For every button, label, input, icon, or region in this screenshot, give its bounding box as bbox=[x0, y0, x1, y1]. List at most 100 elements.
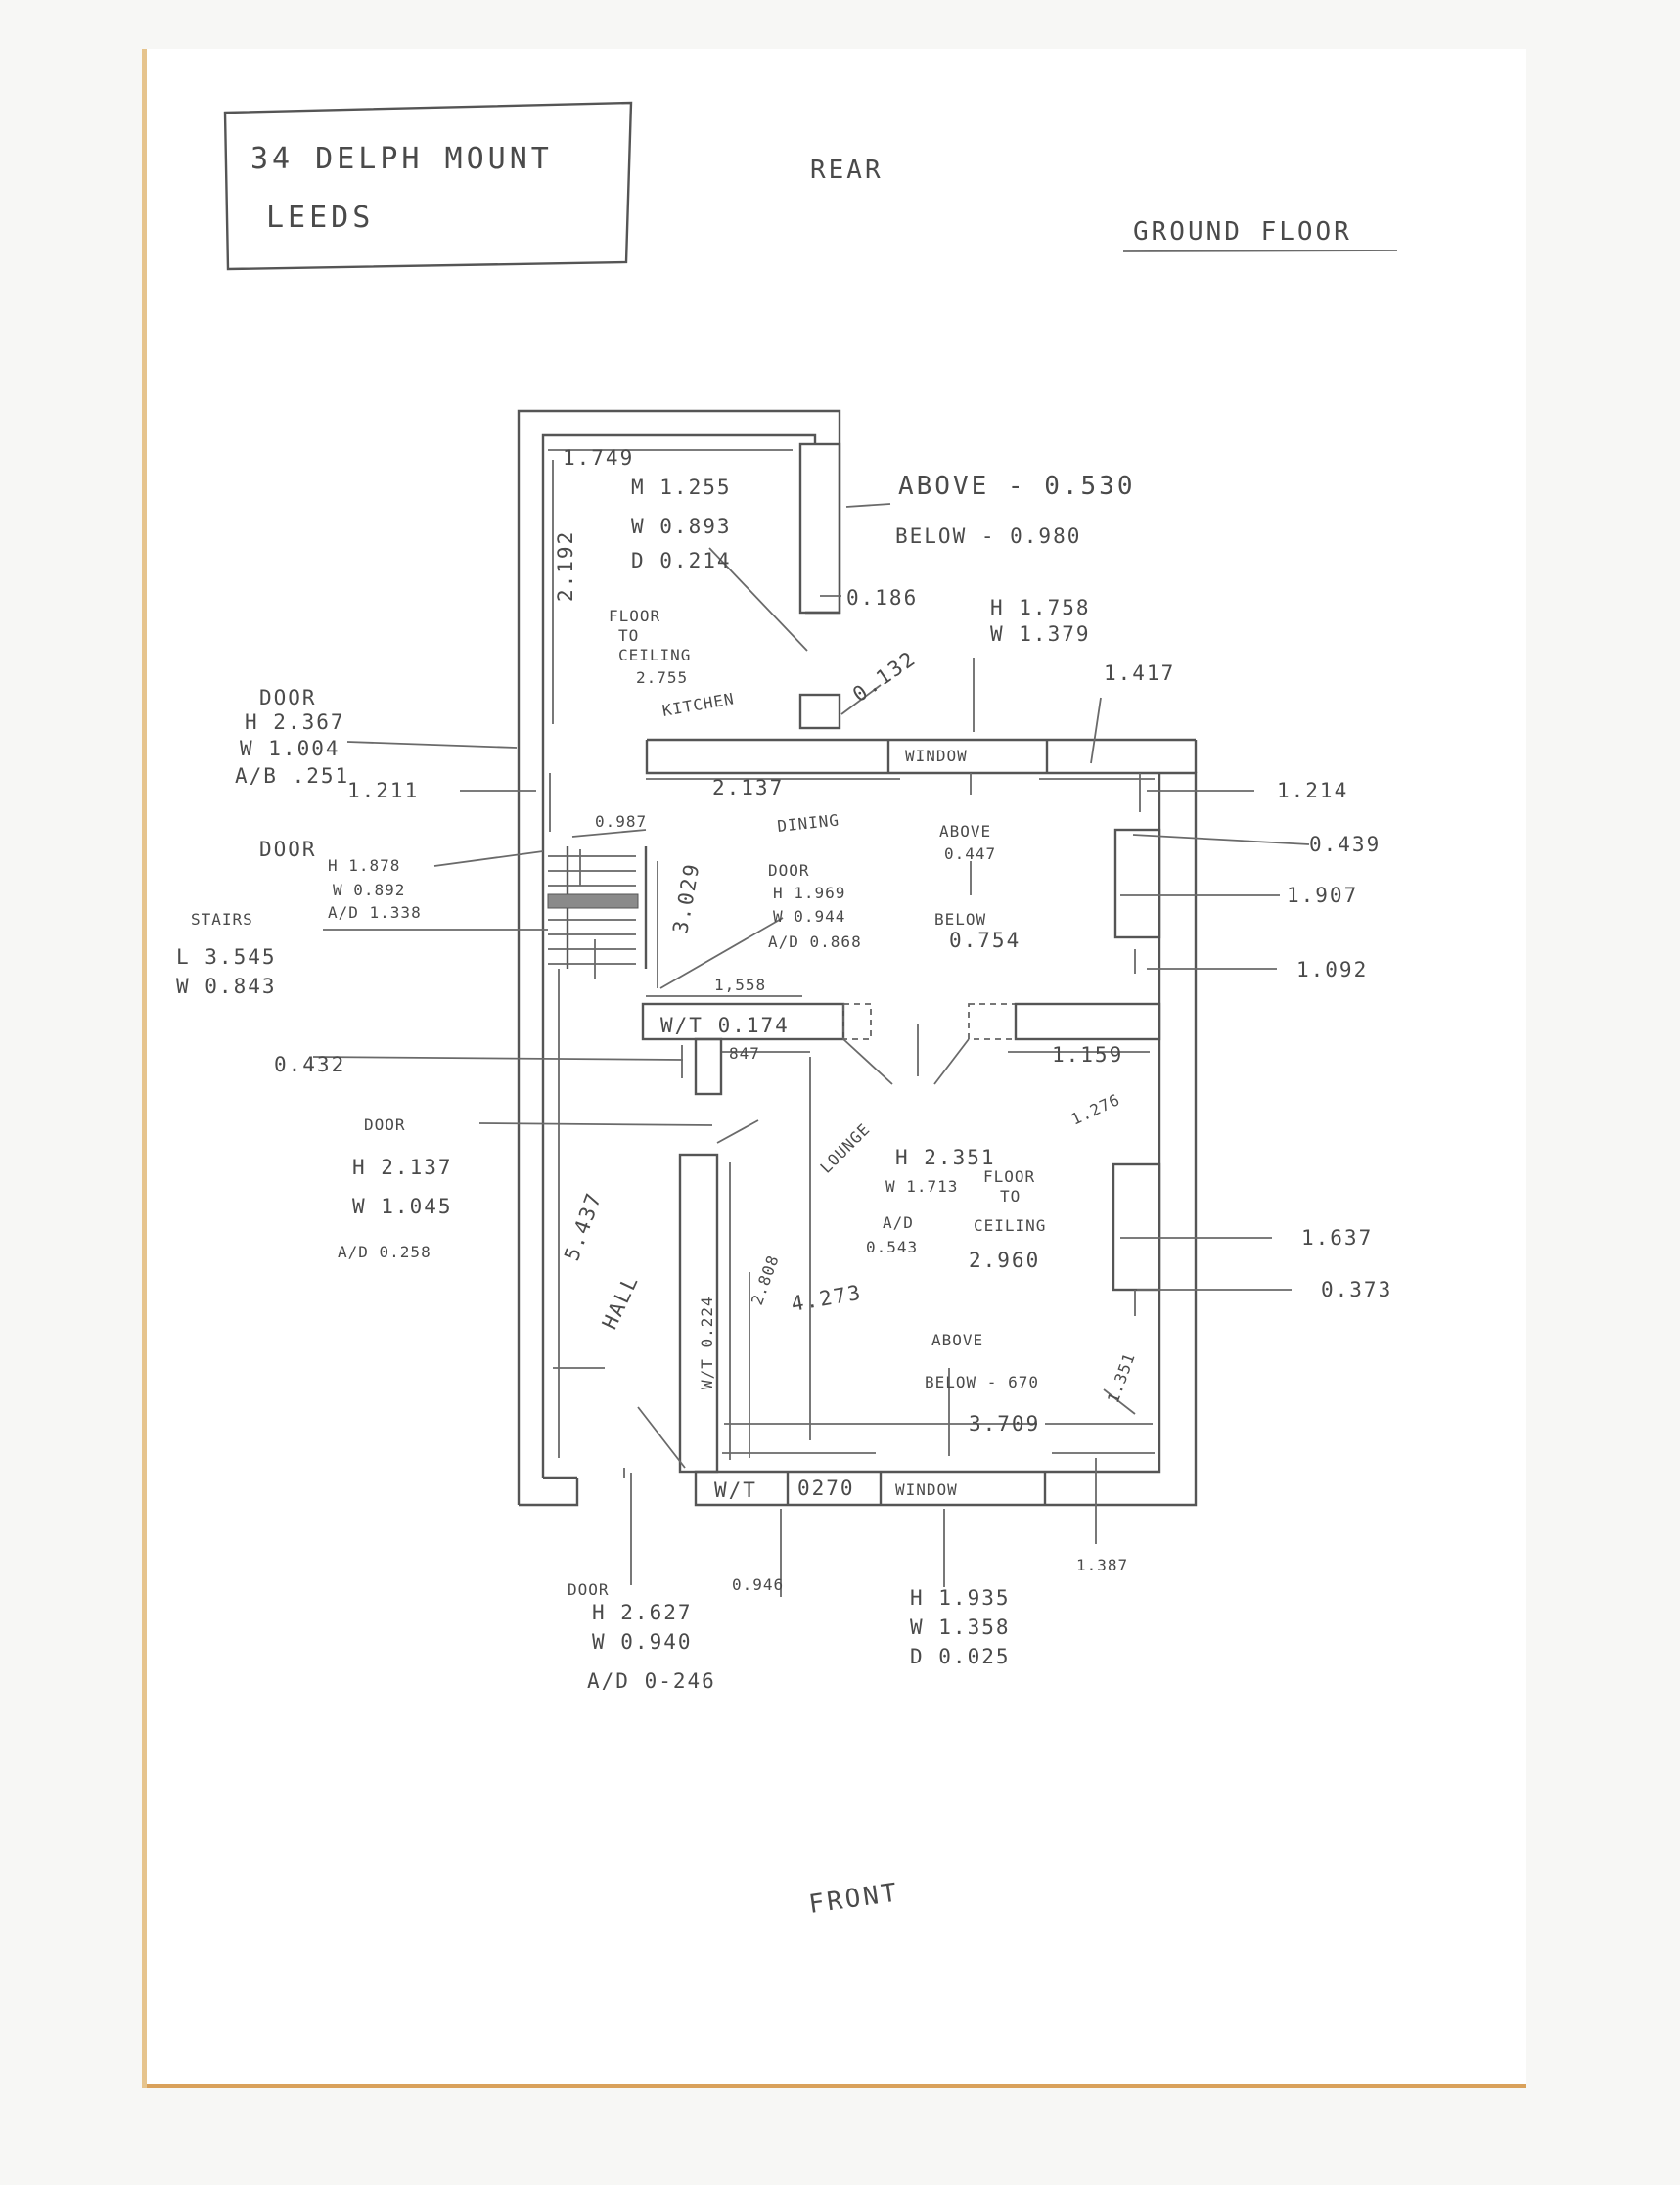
front-door-h: H 2.627 bbox=[592, 1601, 693, 1624]
back-door-ab: A/B .251 bbox=[235, 764, 349, 788]
dining-window-h: H 1.758 bbox=[990, 596, 1091, 619]
room-dining: DINING bbox=[776, 810, 840, 836]
paper-sheet bbox=[142, 49, 1526, 2088]
dining-window-w: W 1.379 bbox=[990, 622, 1091, 646]
stairs-door-w: W 0.892 bbox=[333, 881, 405, 899]
front-door-ad: A/D 0-246 bbox=[587, 1669, 716, 1693]
dining-right-top: 1.417 bbox=[1104, 661, 1175, 685]
dining-wt: W/T 0.174 bbox=[660, 1014, 790, 1037]
kitchen-ceiling-3: CEILING bbox=[618, 646, 691, 664]
title-block: 34 DELPH MOUNT LEEDS bbox=[223, 101, 633, 271]
dining-above: ABOVE bbox=[939, 822, 991, 841]
front-window-w: W 1.358 bbox=[910, 1616, 1011, 1639]
hall-door-h: H 2.137 bbox=[352, 1156, 453, 1179]
hall-opening: 847 bbox=[729, 1044, 760, 1063]
stairs-door-ad: A/D 1.338 bbox=[328, 903, 422, 922]
lounge-opening-h: H 2.351 bbox=[895, 1146, 996, 1169]
kitchen-ceiling-1: FLOOR bbox=[609, 607, 660, 625]
lounge-wt-left: W/T 0.224 bbox=[698, 1296, 716, 1389]
kitchen-ceiling-2: TO bbox=[618, 626, 639, 645]
kitchen-above: ABOVE - 0.530 bbox=[898, 472, 1136, 501]
dining-bottom-left: 1,558 bbox=[714, 976, 766, 994]
dining-width: 2.137 bbox=[712, 776, 784, 799]
back-door-gap: 1.211 bbox=[347, 779, 419, 802]
dining-right-b: 0.439 bbox=[1309, 833, 1381, 856]
dining-above-val: 0.447 bbox=[944, 844, 996, 863]
lounge-opening-w: W 1.713 bbox=[885, 1177, 958, 1196]
front-pier: 0.946 bbox=[732, 1575, 784, 1594]
dining-door-ad: A/D 0.868 bbox=[768, 933, 862, 951]
dining-depth: 3.029 bbox=[668, 861, 704, 935]
walls bbox=[517, 409, 1198, 1507]
kitchen-corner: 0.186 bbox=[846, 586, 918, 610]
dimension-lines bbox=[312, 449, 1310, 1597]
lounge-ceiling-3: CEILING bbox=[974, 1216, 1046, 1235]
stairs-gap: 0.987 bbox=[595, 812, 647, 831]
floor-label: GROUND FLOOR bbox=[1133, 217, 1352, 247]
room-lounge: LOUNGE bbox=[816, 1119, 874, 1177]
lounge-ceiling-2: TO bbox=[1000, 1187, 1021, 1206]
dining-window: WINDOW bbox=[905, 747, 968, 765]
stairs-label: STAIRS bbox=[191, 910, 253, 929]
floor-underline bbox=[1122, 250, 1398, 252]
lounge-opening-ad: A/D bbox=[883, 1213, 914, 1232]
dining-below: BELOW bbox=[934, 910, 986, 929]
front-door-w: W 0.940 bbox=[592, 1630, 693, 1654]
title-address: 34 DELPH MOUNT bbox=[250, 142, 553, 176]
kitchen-ceiling-4: 2.755 bbox=[636, 668, 688, 687]
lounge-ceiling-4: 2.960 bbox=[969, 1249, 1040, 1272]
kitchen-pillar: 0.132 bbox=[848, 646, 921, 706]
lounge-below: BELOW - 670 bbox=[925, 1373, 1039, 1391]
paper-edge bbox=[142, 49, 147, 2088]
dining-right-a: 1.214 bbox=[1277, 779, 1348, 802]
lounge-opening-ad-val: 0.543 bbox=[866, 1238, 918, 1256]
kitchen-depth: 2.192 bbox=[554, 530, 577, 602]
room-hall: HALL bbox=[598, 1271, 644, 1333]
lounge-right-a: 1.637 bbox=[1301, 1226, 1373, 1250]
lounge-corner: 1.351 bbox=[1104, 1350, 1139, 1405]
lounge-left-depth: 2.808 bbox=[748, 1252, 783, 1307]
kitchen-window-d: D 0.214 bbox=[631, 549, 732, 572]
hall-gap: 0.432 bbox=[274, 1053, 345, 1076]
kitchen-below: BELOW - 0.980 bbox=[895, 524, 1081, 548]
lounge-wt-front: W/T bbox=[714, 1479, 757, 1502]
lounge-wt-front-val: 0270 bbox=[797, 1477, 855, 1500]
dining-door-label: DOOR bbox=[768, 861, 810, 880]
front-label: FRONT bbox=[807, 1878, 902, 1920]
dining-below-val: 0.754 bbox=[949, 929, 1021, 952]
kitchen-width: 1.749 bbox=[563, 446, 634, 470]
front-window-h: H 1.935 bbox=[910, 1586, 1011, 1610]
rear-label: REAR bbox=[810, 156, 884, 185]
front-window-right: 1.387 bbox=[1076, 1556, 1128, 1574]
dining-right-d: 1.092 bbox=[1296, 958, 1368, 981]
front-window-d: D 0.025 bbox=[910, 1645, 1011, 1668]
dining-right-c: 1.907 bbox=[1287, 884, 1358, 907]
kitchen-window-w: W 0.893 bbox=[631, 515, 732, 538]
back-door-w: W 1.004 bbox=[240, 737, 341, 760]
title-city: LEEDS bbox=[266, 201, 374, 235]
stairs-door-label: DOOR bbox=[259, 838, 317, 861]
hall-door-label: DOOR bbox=[364, 1115, 406, 1134]
dining-bottom-right: 1.159 bbox=[1052, 1043, 1123, 1067]
dining-door-h: H 1.969 bbox=[773, 884, 845, 902]
lounge-window: WINDOW bbox=[895, 1480, 958, 1499]
hall-length: 5.437 bbox=[560, 1189, 607, 1264]
lounge-above: ABOVE bbox=[931, 1331, 983, 1349]
lounge-width: 3.709 bbox=[969, 1412, 1040, 1435]
stairs-door-h: H 1.878 bbox=[328, 856, 400, 875]
back-door-h: H 2.367 bbox=[245, 710, 345, 734]
hall-door-w: W 1.045 bbox=[352, 1195, 453, 1218]
lounge-depth: 4.273 bbox=[790, 1281, 864, 1316]
room-kitchen: KITCHEN bbox=[660, 689, 736, 720]
stair-treads bbox=[547, 855, 639, 965]
lounge-right-b: 0.373 bbox=[1321, 1278, 1392, 1301]
lounge-ceiling-1: FLOOR bbox=[983, 1167, 1035, 1186]
stairs-length: L 3.545 bbox=[176, 945, 277, 969]
hall-door-ad: A/D 0.258 bbox=[338, 1243, 431, 1261]
stairs-width: W 0.843 bbox=[176, 975, 277, 998]
back-door-label: DOOR bbox=[259, 686, 317, 709]
kitchen-window-h: M 1.255 bbox=[631, 476, 732, 499]
front-door-label: DOOR bbox=[568, 1580, 610, 1599]
